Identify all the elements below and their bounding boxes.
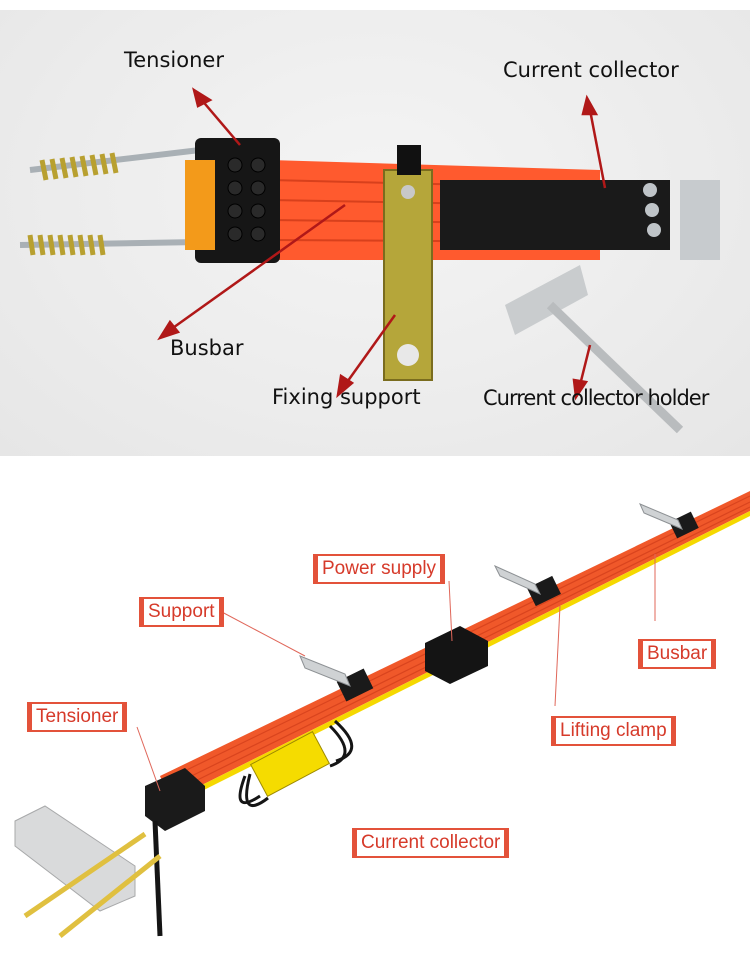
label-power-supply: Power supply — [313, 554, 446, 584]
label-current-collector-holder: Current collector holder — [483, 386, 709, 410]
tensioner-block — [145, 768, 205, 831]
label-current-collector: Current collector — [503, 58, 679, 82]
tensioner-end-cap — [185, 160, 215, 250]
label-current-collector: Current collector — [352, 828, 510, 858]
collector-mount-plate — [680, 180, 720, 260]
product-photo-illustration — [19, 87, 720, 434]
label-lifting-clamp: Lifting clamp — [551, 716, 676, 746]
label-busbar: Busbar — [170, 336, 244, 360]
system-diagram: Power supply Support Busbar Tensioner Li… — [0, 456, 750, 970]
product-photo: Tensioner Current collector Busbar Fixin… — [0, 10, 750, 456]
system-diagram-illustration — [14, 491, 750, 938]
label-tensioner: Tensioner — [27, 702, 128, 732]
collector-holder — [505, 265, 588, 335]
tension-spring-upper — [29, 147, 201, 181]
label-busbar: Busbar — [638, 639, 717, 669]
label-tensioner: Tensioner — [124, 48, 224, 72]
collector-body — [440, 180, 670, 250]
i-beam — [14, 805, 136, 912]
current-collector-frame — [249, 730, 331, 798]
support-clamps — [336, 511, 699, 702]
label-support: Support — [139, 597, 224, 627]
power-supply-box — [425, 626, 488, 684]
label-fixing-support: Fixing support — [272, 385, 421, 409]
tension-spring-lower — [19, 234, 201, 256]
